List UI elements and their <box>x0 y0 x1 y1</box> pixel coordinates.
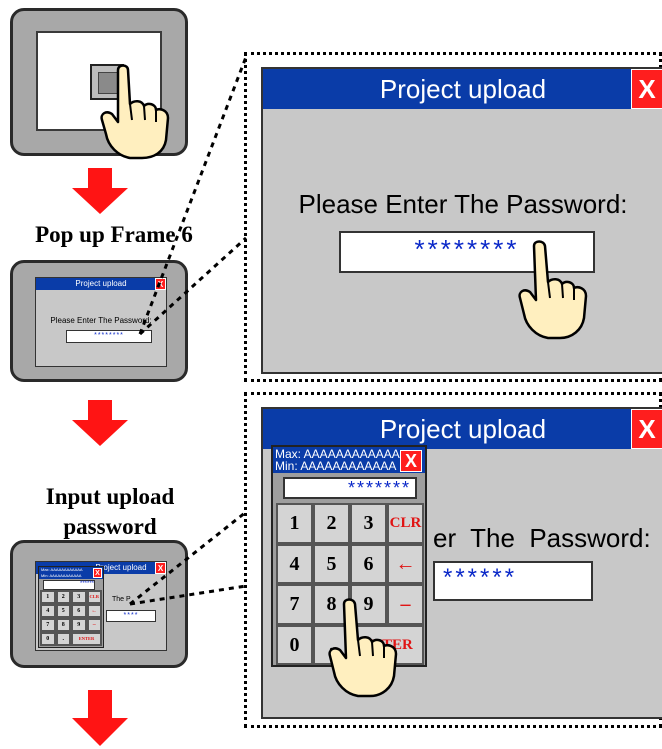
small-dialog-title: Project upload <box>36 278 166 290</box>
keypad-header: Max: AAAAAAAAAAAA Min: AAAAAAAAAAAA <box>273 447 425 473</box>
small-keypad-key[interactable]: 0 <box>40 632 56 646</box>
close-icon[interactable]: X <box>631 69 662 109</box>
keypad-key[interactable]: ← <box>387 543 424 584</box>
small-keypad-key[interactable]: 2 <box>55 590 71 604</box>
small-keypad-close-icon[interactable]: X <box>93 568 102 578</box>
small-password-field[interactable]: ******** <box>66 330 152 343</box>
small-keypad-key[interactable]: 3 <box>71 590 87 604</box>
hmi-device-3: Project upload X The P **** Max: AAAAAAA… <box>10 540 188 668</box>
project-upload-dialog: Project upload X Please Enter The Passwo… <box>261 67 662 374</box>
dialog-title: Project upload <box>263 69 662 109</box>
small-keypad-key[interactable]: 1 <box>40 590 56 604</box>
small-keypad: Max: AAAAAAAAAAAA Min: AAAAAAAAAAAA X **… <box>38 566 104 648</box>
small-keypad-header: Max: AAAAAAAAAAAA Min: AAAAAAAAAAAA <box>39 567 103 579</box>
small-keypad-key[interactable]: . <box>55 632 71 646</box>
finger-pointer-icon <box>518 240 588 340</box>
small-keypad-key[interactable]: ← <box>86 604 102 618</box>
zoom-panel-2: Project upload X er The Password: ******… <box>244 392 662 728</box>
keypad-key[interactable]: 1 <box>276 503 313 544</box>
finger-pointer-icon <box>100 64 170 160</box>
small-keypad-key[interactable]: CLR <box>86 590 102 604</box>
small-keypad-key[interactable]: ENTER <box>71 632 102 646</box>
password-prompt: Please Enter The Password: <box>298 189 628 219</box>
down-arrow-icon <box>72 400 128 448</box>
keypad-key[interactable]: 6 <box>350 543 387 584</box>
small-close-icon[interactable]: X <box>155 562 166 574</box>
small-keypad-key[interactable]: 7 <box>40 618 56 632</box>
caption-input-upload-password: Input upload password <box>45 484 175 539</box>
down-arrow-icon <box>72 168 128 216</box>
small-keypad-key[interactable]: 5 <box>55 604 71 618</box>
close-icon[interactable]: X <box>631 409 662 449</box>
password-field[interactable]: ******** <box>339 231 595 273</box>
small-keypad-display: ****** <box>43 580 95 590</box>
small-keypad-screen: Project upload X The P **** Max: AAAAAAA… <box>35 561 167 651</box>
keypad-key[interactable]: 0 <box>276 624 313 665</box>
project-upload-dialog-2: Project upload X er The Password: ******… <box>261 407 662 719</box>
keypad-key[interactable]: 2 <box>313 503 350 544</box>
password-prompt-partial: er The Password: <box>433 523 651 553</box>
keypad-key[interactable]: 7 <box>276 584 313 625</box>
finger-pointer-icon <box>328 598 398 698</box>
small-dialog-prompt: Please Enter The Password: <box>50 316 152 325</box>
keypad-key[interactable]: CLR <box>387 503 424 544</box>
dialog-title-2: Project upload <box>263 409 662 449</box>
caption-pop-up-frame: Pop up Frame 6 <box>35 222 193 247</box>
keypad-display: ******* <box>283 477 417 499</box>
small-keypad-key[interactable]: 4 <box>40 604 56 618</box>
keypad-key[interactable]: 5 <box>313 543 350 584</box>
small-dialog-screen: Project upload X Please Enter The Passwo… <box>35 277 167 367</box>
zoom-panel-1: Project upload X Please Enter The Passwo… <box>244 52 662 382</box>
keypad-max-label: Max: AAAAAAAAAAAA <box>275 447 400 461</box>
hmi-device-2: Project upload X Please Enter The Passwo… <box>10 260 188 382</box>
keypad-key[interactable]: 4 <box>276 543 313 584</box>
small-partial-text: The P <box>112 596 131 603</box>
keypad-key[interactable]: – <box>387 584 424 625</box>
keypad-close-icon[interactable]: X <box>400 450 422 472</box>
small-password-field-2[interactable]: **** <box>106 610 156 622</box>
small-keypad-key[interactable]: 9 <box>71 618 87 632</box>
keypad-key[interactable]: 3 <box>350 503 387 544</box>
keypad-min-label: Min: AAAAAAAAAAAA <box>275 459 397 473</box>
password-field-2[interactable]: ****** <box>433 561 593 601</box>
small-keypad-key[interactable]: 8 <box>55 618 71 632</box>
small-keypad-key[interactable]: 6 <box>71 604 87 618</box>
down-arrow-icon <box>72 690 128 749</box>
small-keypad-key[interactable]: – <box>86 618 102 632</box>
